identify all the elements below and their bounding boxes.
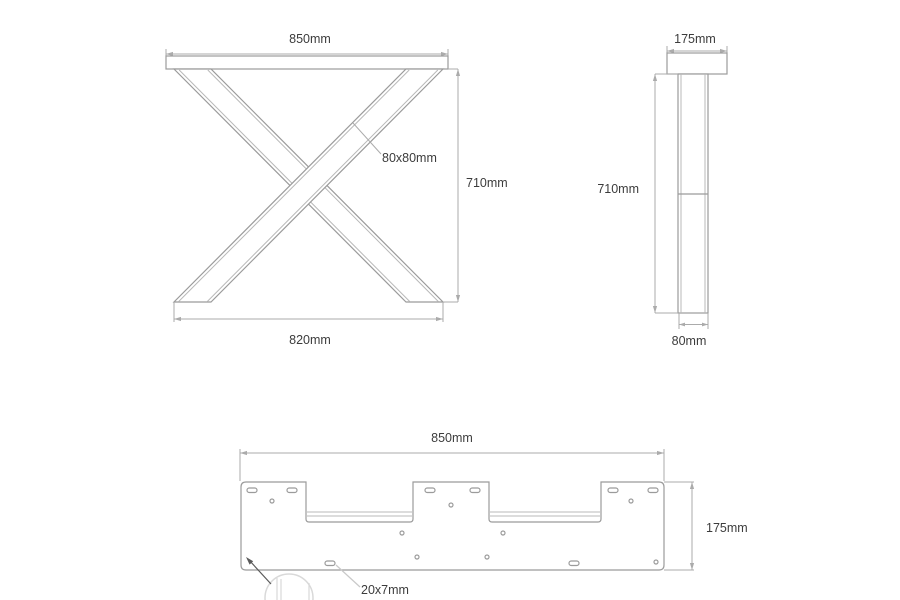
side-height-label: 710mm (597, 182, 639, 196)
side-top-width-label: 175mm (674, 32, 716, 46)
front-bottom-width-dimension (173, 302, 444, 322)
plate-depth-dimension (664, 481, 695, 571)
front-top-width-label: 850mm (289, 32, 331, 46)
side-bottom-width-dimension (678, 313, 709, 329)
plate-holes (269, 498, 659, 565)
plate-slot-leader (335, 564, 361, 588)
side-top-plate (666, 52, 728, 75)
front-tube-leader (352, 122, 382, 155)
side-height-dimension (652, 73, 678, 314)
plate-outline (240, 481, 665, 571)
side-view (652, 46, 728, 329)
plate-slot-size-label: 20x7mm (361, 583, 409, 597)
plate-view (239, 449, 695, 600)
front-height-label: 710mm (466, 176, 508, 190)
plate-width-dimension (239, 449, 665, 481)
front-top-plate (165, 55, 449, 70)
side-bottom-width-label: 80mm (671, 334, 707, 348)
front-tube-size-label: 80x80mm (382, 151, 437, 165)
front-bottom-width-label: 820mm (289, 333, 331, 347)
side-column (677, 73, 709, 314)
plate-notch-fold-lines (307, 511, 600, 517)
front-leg-front (172, 68, 445, 303)
front-height-dimension (443, 68, 461, 303)
plate-depth-label: 175mm (706, 521, 748, 535)
front-view (165, 49, 461, 322)
plate-width-label: 850mm (431, 431, 473, 445)
detail-bubble (246, 557, 314, 600)
plate-slots (246, 487, 659, 567)
